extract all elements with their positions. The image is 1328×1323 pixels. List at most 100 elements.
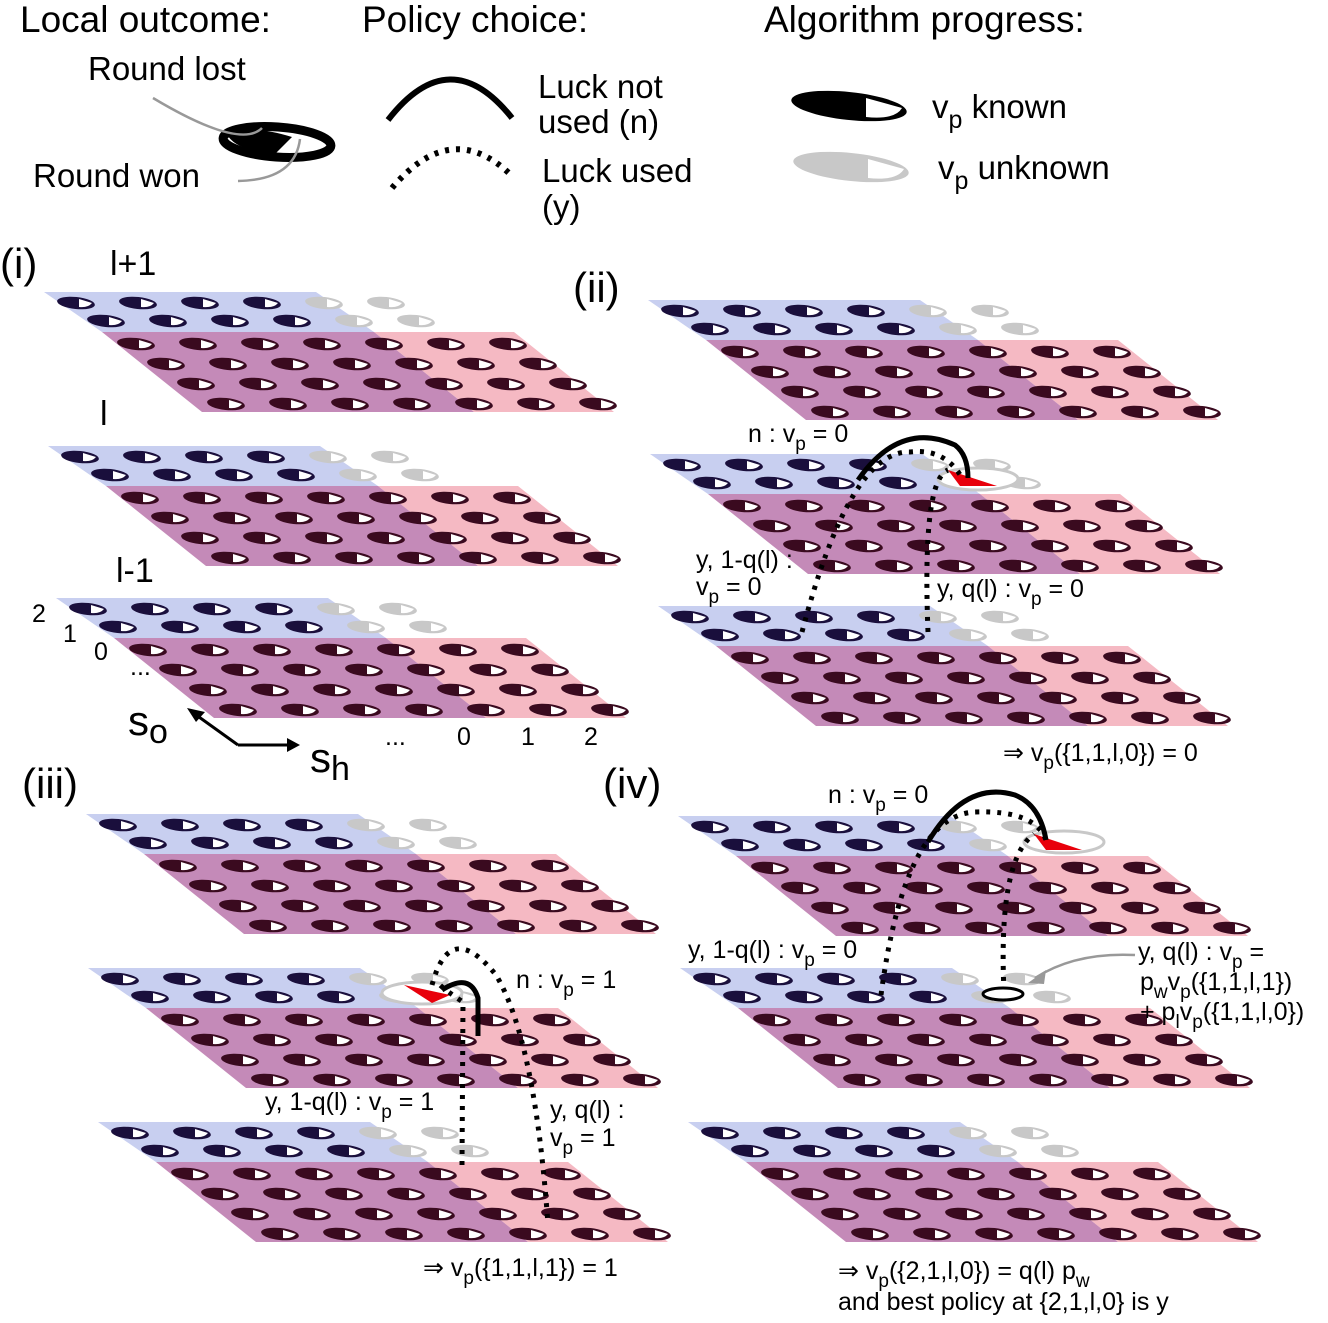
state-node (1163, 691, 1201, 705)
state-node (181, 531, 219, 545)
state-node (529, 899, 567, 913)
state-node (345, 1053, 383, 1067)
state-node (721, 838, 759, 852)
plane-pink (980, 494, 1220, 574)
state-node (91, 468, 129, 482)
state-node (875, 861, 913, 875)
panel-iv-label: (iv) (603, 760, 661, 807)
state-node (1061, 365, 1099, 379)
plane-pink (978, 340, 1218, 420)
sh-axis-label: sh (310, 734, 350, 788)
state-node (731, 1144, 769, 1158)
state-node (949, 628, 987, 642)
panel-ii-layer-bot (658, 606, 1231, 726)
state-node (305, 531, 343, 545)
state-node (315, 1033, 353, 1047)
state-node (163, 972, 201, 986)
state-node (937, 365, 975, 379)
state-node (511, 1187, 549, 1201)
state-node (815, 1013, 853, 1027)
state-node (389, 1144, 427, 1158)
state-node (1153, 1073, 1191, 1087)
state-node (877, 519, 915, 533)
state-node (917, 651, 955, 665)
panel-iii-n-arc (440, 980, 481, 1036)
panel-ii-y-arc-right (924, 467, 950, 633)
panel-iv-result-line1: ⇒ vp({2,1,l,0}) = q(l) pw (838, 1257, 1090, 1292)
state-node (783, 1033, 821, 1047)
state-node (219, 703, 257, 717)
state-node (1133, 671, 1171, 685)
state-node (971, 304, 1009, 318)
state-node (1121, 405, 1159, 419)
state-node (131, 602, 169, 616)
state-node (821, 1207, 859, 1221)
state-node (907, 345, 945, 359)
state-node (209, 357, 247, 371)
plane-pink (988, 646, 1228, 726)
state-node (857, 610, 895, 624)
state-node (937, 861, 975, 875)
state-node (787, 458, 825, 472)
panel-i-label: (i) (0, 240, 37, 287)
state-node (1037, 1227, 1075, 1241)
panel-iv-layer-top (678, 816, 1251, 936)
state-node (853, 691, 891, 705)
state-node (335, 551, 373, 565)
state-node (1153, 881, 1191, 895)
panel-ii-y-left-line2: vp = 0 (696, 573, 761, 608)
plane-purple (708, 494, 1080, 574)
state-node (371, 450, 409, 464)
state-node (375, 1073, 413, 1087)
state-node (191, 836, 229, 850)
state-node (579, 397, 617, 411)
state-node (903, 921, 941, 935)
state-node (1123, 365, 1161, 379)
panel-ii: (ii) n : vp = 0 y, 1-q(l) : vp = 0 y, q(… (573, 264, 1198, 774)
so-tick-2: 2 (32, 600, 46, 628)
state-node (949, 1126, 987, 1140)
state-node (123, 450, 161, 464)
sh-tick-2: 2 (584, 723, 598, 751)
state-node (397, 551, 435, 565)
state-node (399, 511, 437, 525)
plane-purple (156, 1162, 528, 1242)
state-node (261, 1227, 299, 1241)
state-node (663, 458, 701, 472)
panel-ii-layer-top (648, 300, 1221, 420)
state-node (191, 643, 229, 657)
state-node (243, 531, 281, 545)
state-node (823, 1167, 861, 1181)
state-node (241, 337, 279, 351)
state-node (99, 620, 137, 634)
state-node (939, 1013, 977, 1027)
state-node (821, 711, 859, 725)
state-node (101, 972, 139, 986)
state-node (221, 859, 259, 873)
state-node (979, 1144, 1017, 1158)
state-node (1215, 1073, 1253, 1087)
state-node (999, 1053, 1037, 1067)
plane-pink (1010, 1008, 1250, 1088)
state-node (753, 1013, 791, 1027)
state-node (251, 1073, 289, 1087)
state-node (421, 1126, 459, 1140)
state-node (493, 491, 531, 505)
state-node (1183, 901, 1221, 915)
state-node (541, 1207, 579, 1221)
state-node (1029, 881, 1067, 895)
state-node (171, 1167, 209, 1181)
state-node (149, 314, 187, 328)
state-node (751, 861, 789, 875)
state-node (935, 901, 973, 915)
state-node (247, 450, 285, 464)
state-node (491, 531, 529, 545)
state-node (1031, 539, 1069, 553)
state-node (905, 1073, 943, 1087)
state-node (211, 551, 249, 565)
state-node (971, 499, 1009, 513)
state-node (1131, 711, 1169, 725)
state-node (937, 559, 975, 573)
state-node (1029, 385, 1067, 399)
state-node (425, 377, 463, 391)
